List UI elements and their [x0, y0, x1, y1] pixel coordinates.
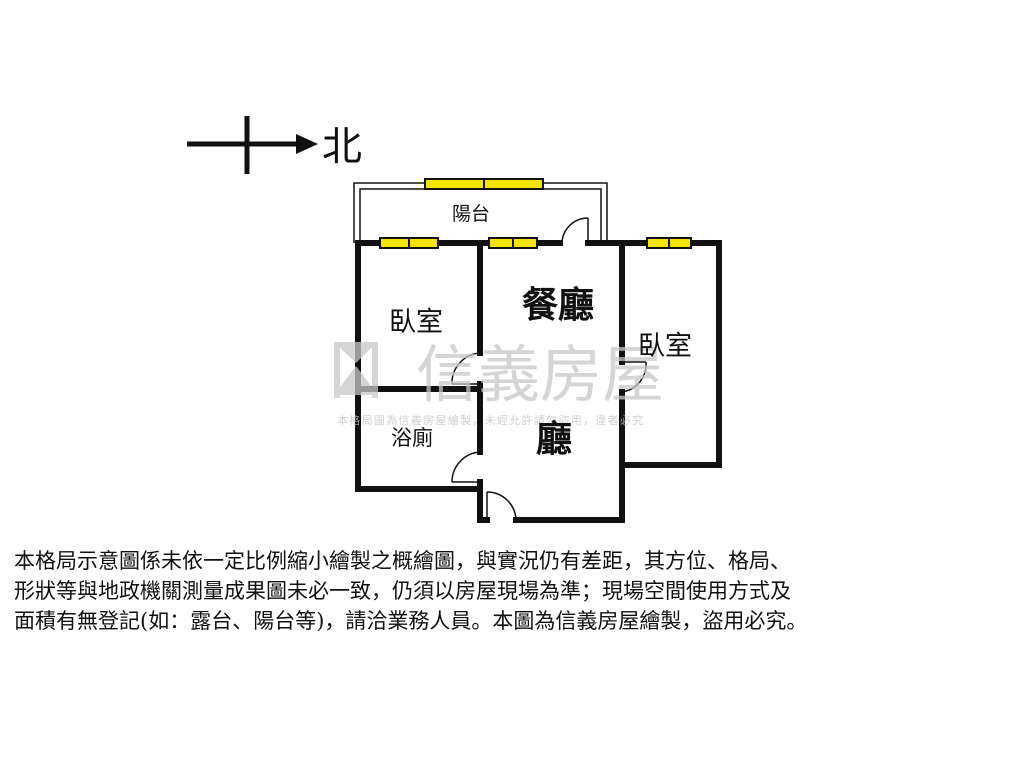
room-bedroom-left-label: 臥室 [389, 307, 443, 338]
walls [355, 240, 722, 523]
room-dining-label: 餐廳 [522, 284, 594, 326]
door-entrance-icon [486, 491, 517, 521]
windows [379, 178, 692, 249]
north-label: 北 [322, 124, 362, 170]
room-balcony-label: 陽台 [452, 203, 490, 225]
disclaimer-text: 本格局示意圖係未依一定比例縮小繪製之概繪圖，與實況仍有差距，其方位、格局、 形狀… [14, 546, 1012, 636]
door-balcony-icon [561, 217, 589, 244]
watermark: 信義房屋 本格局圖為信義房屋繪製，未經允許請勿盜用，違者必究 [334, 338, 664, 427]
watermark-brand: 信義房屋 [416, 338, 664, 411]
disclaimer-line: 本格局示意圖係未依一定比例縮小繪製之概繪圖，與實況仍有差距，其方位、格局、 [14, 549, 791, 573]
door-bathroom-icon [451, 451, 481, 483]
floor-plan: 北 [187, 116, 722, 523]
room-bedroom-right-label: 臥室 [638, 331, 692, 362]
north-compass-icon [187, 116, 318, 174]
disclaimer-line: 形狀等與地政機關測量成果圖未必一致，仍須以房屋現場為準；現場空間使用方式及 [14, 579, 791, 603]
door-bedroom-right-icon [621, 361, 647, 393]
room-bathroom-label: 浴廁 [391, 426, 433, 450]
doors [451, 217, 647, 521]
brand-logo-icon [334, 342, 378, 398]
disclaimer-line: 面積有無登記(如：露台、陽台等)，請洽業務人員。本圖為信義房屋繪製，盜用必究。 [14, 609, 808, 633]
door-bedroom-left-icon [451, 352, 481, 385]
room-living-label: 廳 [536, 418, 572, 460]
watermark-notice: 本格局圖為信義房屋繪製，未經允許請勿盜用，違者必究 [337, 413, 645, 427]
